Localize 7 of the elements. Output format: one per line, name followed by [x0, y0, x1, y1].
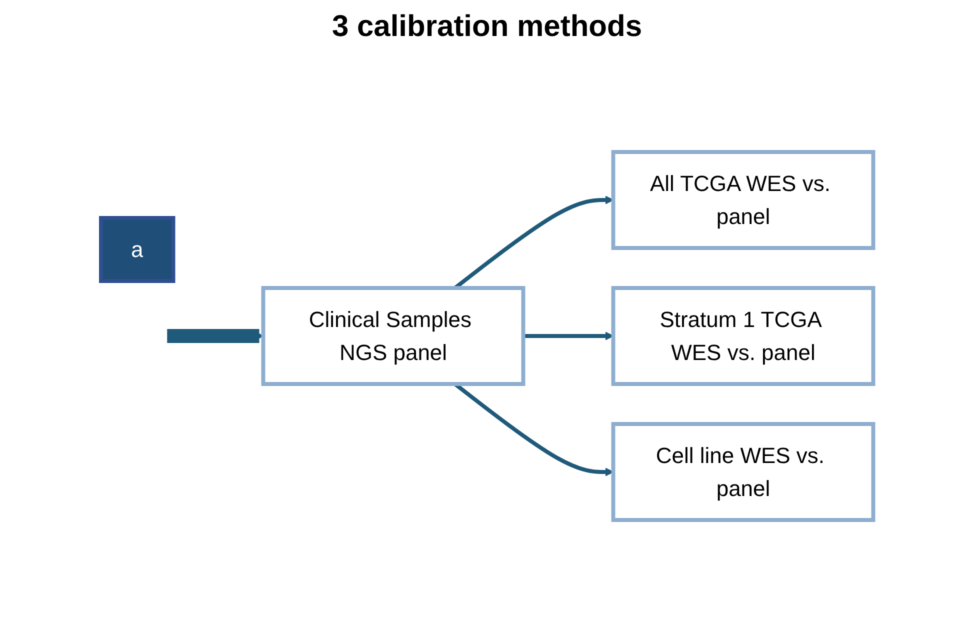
- node-box: a: [98, 216, 176, 282]
- arrow: [523, 331, 614, 340]
- heading-label: 3 calibration methods: [332, 10, 642, 44]
- node-box: Cell line WES vs. panel: [611, 422, 876, 522]
- node-box: Clinical Samples NGS panel: [261, 286, 526, 386]
- node-box: All TCGA WES vs. panel: [611, 150, 876, 250]
- node-box: Stratum 1 TCGA WES vs. panel: [611, 286, 876, 386]
